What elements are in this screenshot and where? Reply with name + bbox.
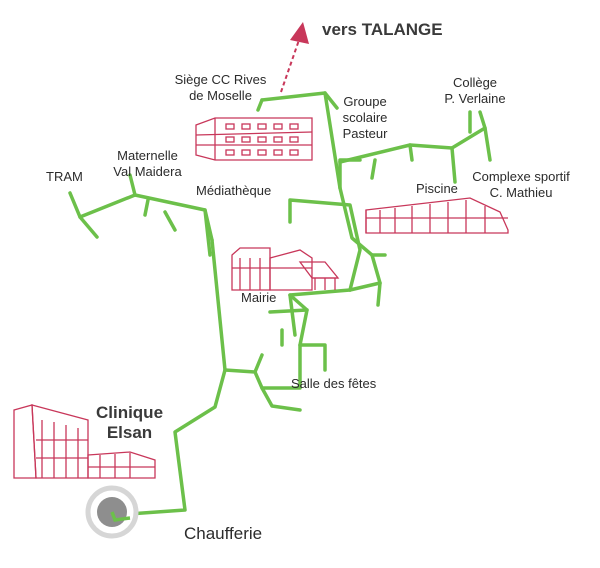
- label-college: Collège P. Verlaine: [444, 75, 506, 106]
- piscine-building-icon: [365, 197, 509, 234]
- heat-network-pipes: [68, 91, 492, 517]
- label-clinique: Clinique Elsan: [95, 403, 164, 442]
- label-piscine: Piscine: [416, 181, 458, 196]
- label-tram: TRAM: [46, 169, 83, 184]
- label-mediatheque: Médiathèque: [196, 183, 272, 198]
- label-maternelle: Maternelle Val Maidera: [113, 148, 182, 179]
- label-complexe-sportif: Complexe sportif C. Mathieu: [472, 169, 570, 200]
- direction-arrow-icon: [280, 22, 309, 93]
- label-salle-des-fetes: Salle des fêtes: [291, 376, 377, 391]
- direction-label: vers TALANGE: [322, 20, 443, 39]
- label-siege: Siège CC Rives de Moselle: [174, 72, 267, 103]
- clinique-building-icon: [13, 404, 156, 479]
- siege-building-icon: [195, 117, 313, 161]
- label-mairie: Mairie: [241, 290, 277, 305]
- heating-plant-icon: [85, 485, 139, 539]
- mairie-building-icon: [231, 247, 340, 291]
- label-groupe-scolaire: Groupe scolaire Pasteur: [342, 94, 388, 141]
- label-chaufferie: Chaufferie: [184, 524, 263, 543]
